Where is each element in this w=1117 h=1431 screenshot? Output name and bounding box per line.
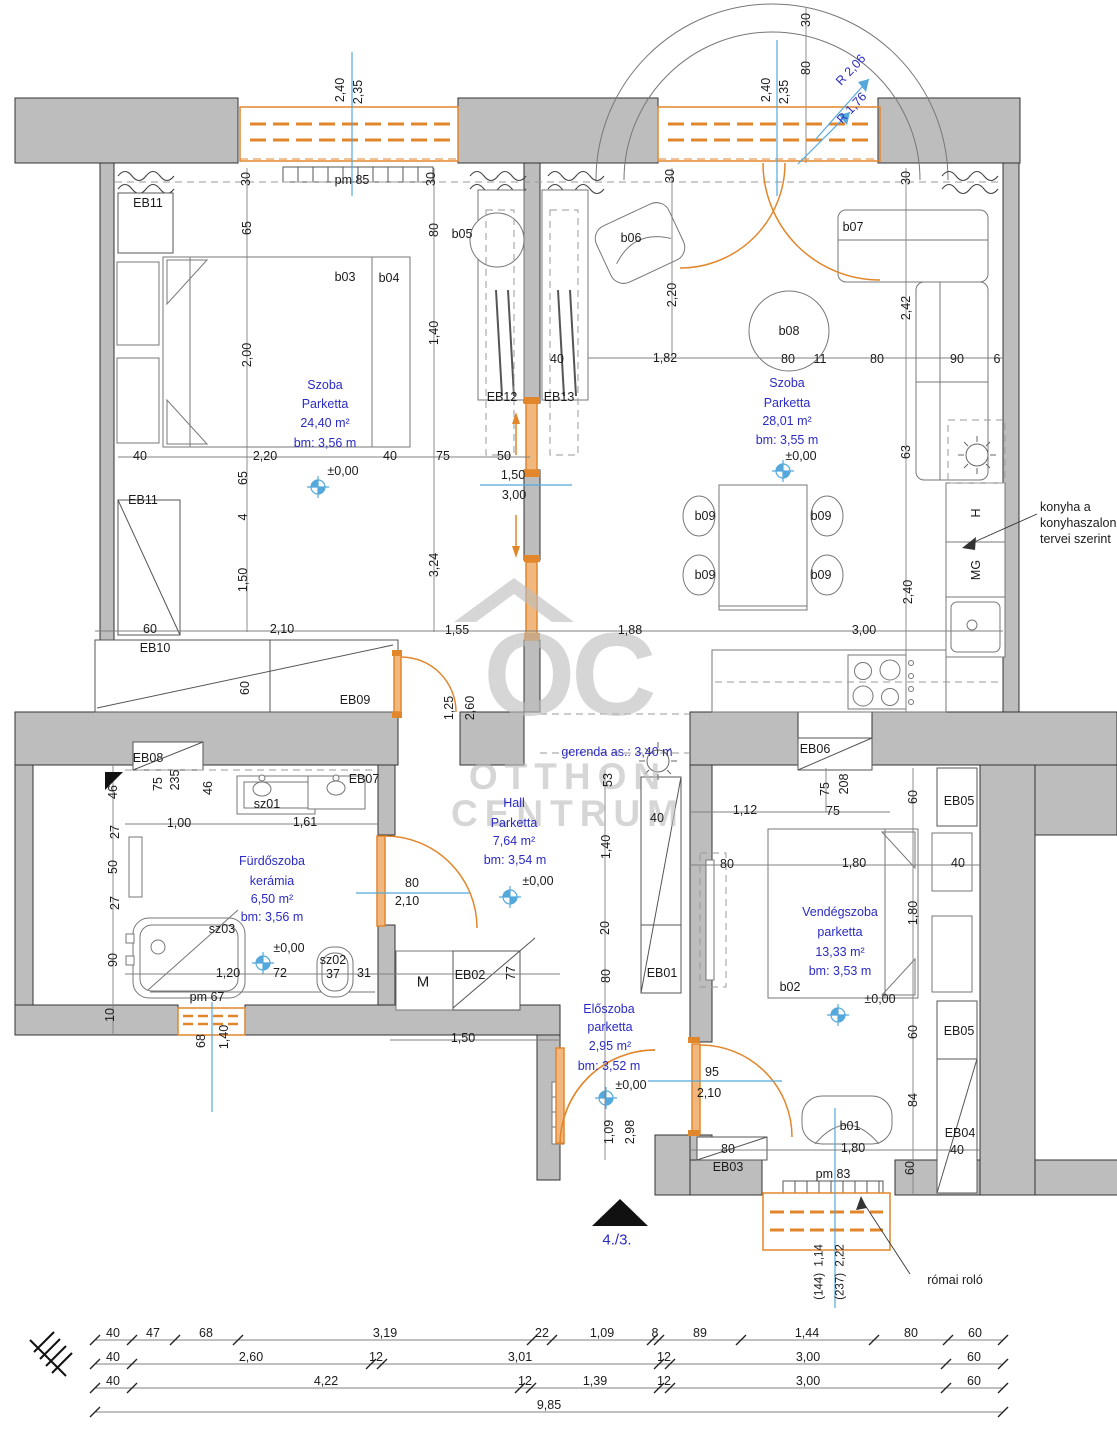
- markers: [29, 513, 1038, 1377]
- door-jambs: [392, 397, 700, 1136]
- lamp-icon: [638, 741, 678, 781]
- washing-machine: [395, 950, 454, 1011]
- dimension-lines: [95, 168, 1003, 1413]
- furniture: [116, 189, 1006, 1145]
- swing-radius-arcs: [595, 3, 949, 181]
- kitchen-note-leader: [971, 513, 1038, 544]
- door-swing: [762, 162, 881, 281]
- section-triangle: [105, 772, 123, 790]
- windows-doors: [177, 106, 891, 1251]
- side-table-b05: [469, 212, 525, 268]
- armchair-b01: [801, 1095, 893, 1145]
- blind-note-leader: [860, 1198, 911, 1275]
- hatch-symbol-icon: [29, 1331, 73, 1377]
- door-swing: [699, 1044, 793, 1138]
- cabinets: [94, 166, 978, 1194]
- level-marker: [826, 1003, 850, 1027]
- level-marker: [306, 475, 330, 499]
- door-swing: [679, 162, 786, 269]
- level-marker: [251, 951, 275, 975]
- shutter-box: [782, 1180, 884, 1194]
- round-table-b08: [748, 290, 830, 372]
- door-swing: [559, 1049, 656, 1146]
- blue-lines: [211, 40, 870, 1308]
- level-marker: [594, 1086, 618, 1110]
- entrance-triangle: [592, 1199, 648, 1226]
- level-marker: [498, 885, 522, 909]
- level-marker: [771, 459, 795, 483]
- dimension-ticks: [89, 1334, 1009, 1418]
- door-swing: [400, 656, 457, 713]
- door-swing: [384, 835, 478, 929]
